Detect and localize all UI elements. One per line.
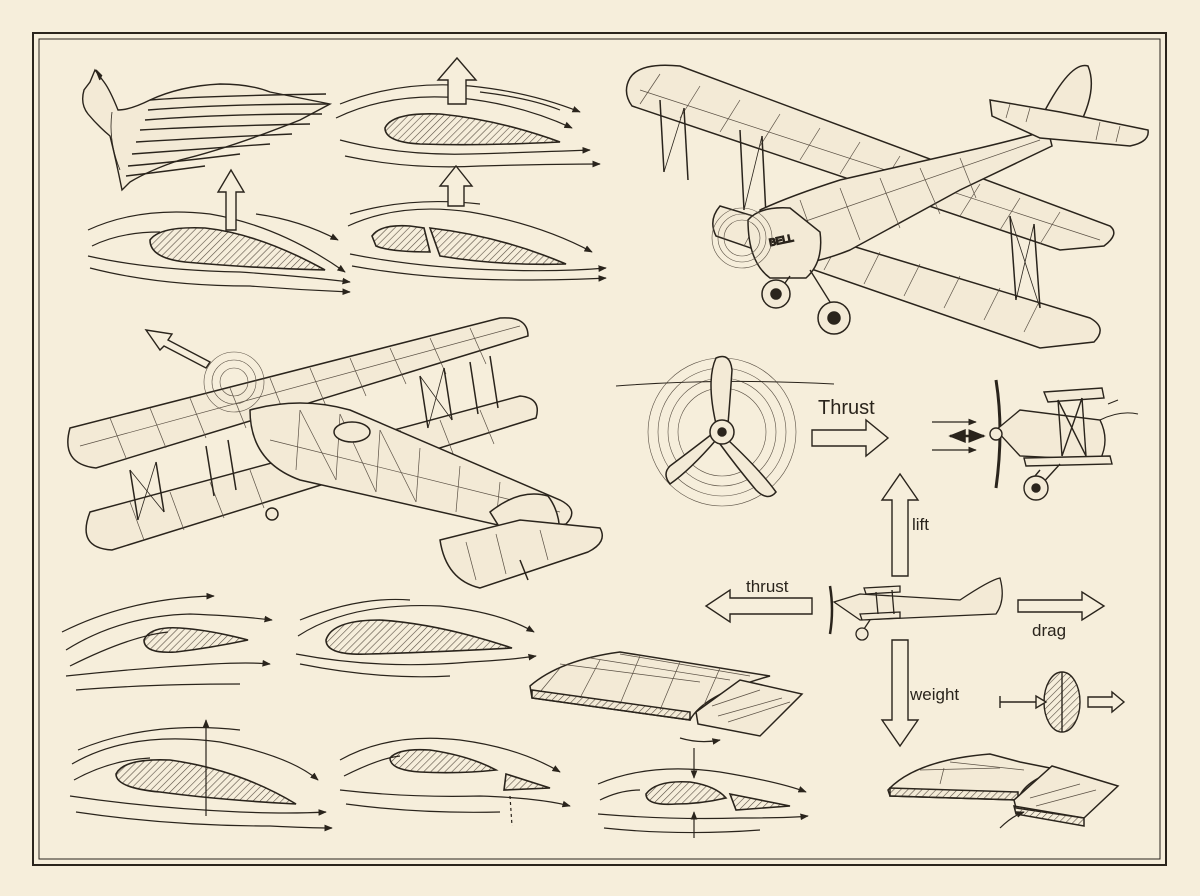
airfoil-icon xyxy=(335,56,601,168)
lift-label: lift xyxy=(912,515,929,534)
plate-frame xyxy=(32,32,1167,866)
biplane-icon xyxy=(989,379,1139,501)
weight-arrow-icon xyxy=(880,639,920,748)
propeller-icon xyxy=(615,355,835,507)
airfoil-icon xyxy=(87,168,351,296)
thrust-lower-label: thrust xyxy=(746,577,789,596)
airfoil-icon xyxy=(295,598,537,678)
airfoil-icon xyxy=(69,719,333,832)
thrust-label: Thrust xyxy=(818,397,875,419)
thrust-arrow-icon xyxy=(704,588,813,624)
arrow-icon xyxy=(144,329,212,369)
airfoil-icon xyxy=(347,164,607,282)
lift-arrow-icon xyxy=(216,168,246,231)
biplane-icon: BELL xyxy=(625,64,1149,349)
lift-arrow-icon xyxy=(438,164,474,207)
wing-flap-icon xyxy=(887,753,1120,829)
airfoil-icon xyxy=(61,592,273,691)
airfoil-icon xyxy=(597,748,809,838)
bird-wing-icon xyxy=(81,68,333,192)
forces-diagram xyxy=(704,472,1106,748)
parachute-icon xyxy=(999,671,1126,733)
thrust-arrow-icon xyxy=(811,418,890,458)
weight-label: weight xyxy=(909,685,959,704)
biplane-icon xyxy=(828,577,1003,641)
drag-label: drag xyxy=(1032,621,1066,640)
wing-flap-icon xyxy=(529,651,804,745)
lift-arrow-icon xyxy=(436,56,478,105)
biplane-icon xyxy=(67,317,603,589)
drag-arrow-icon xyxy=(1017,590,1106,622)
lift-arrow-icon xyxy=(880,472,920,577)
airflow-arrows xyxy=(932,418,986,454)
airfoil-icon xyxy=(339,737,571,827)
